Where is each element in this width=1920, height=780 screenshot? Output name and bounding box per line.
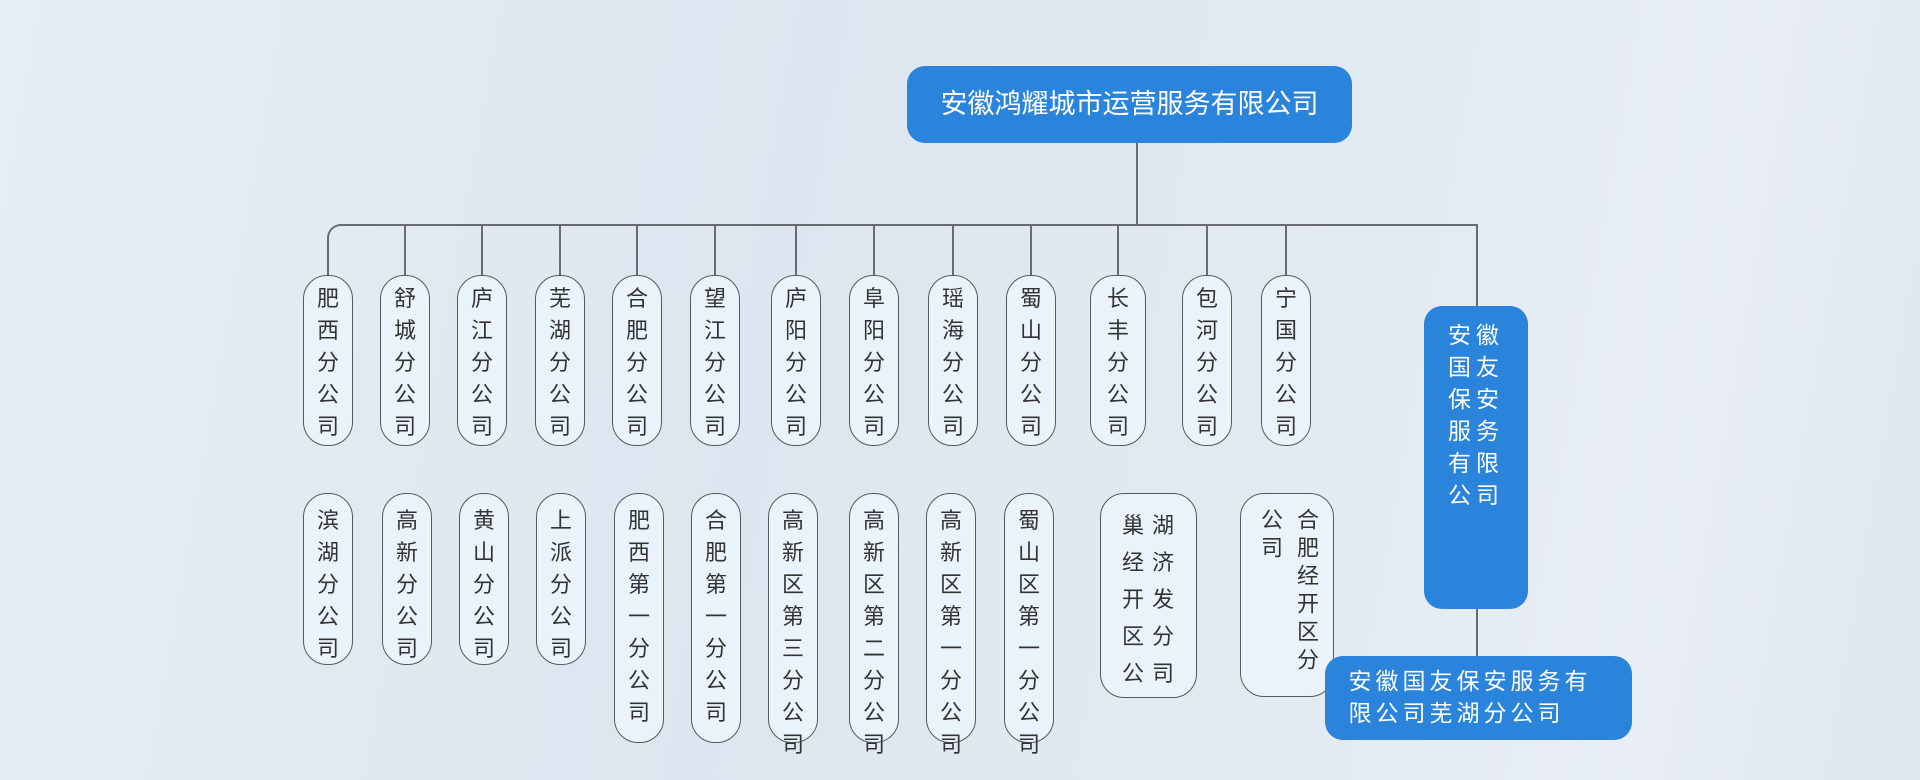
connector-line [340, 224, 1478, 226]
sub-branch-node[interactable]: 高新区第一分公司 [926, 493, 976, 758]
sub-branch-node[interactable]: 上派分公司 [536, 493, 586, 665]
branch-label: 舒城分公司 [393, 287, 416, 440]
branch-label: 包河分公司 [1195, 287, 1218, 440]
sub-branch-node[interactable]: 黄山分公司 [459, 493, 509, 665]
branch-node[interactable]: 庐阳分公司 [771, 275, 821, 446]
branch-label: 肥西分公司 [316, 287, 339, 440]
subsidiary-node[interactable]: 安徽国友保安服务有限公司 [1424, 306, 1528, 609]
connector-line [1030, 225, 1032, 275]
connector-line [1117, 225, 1119, 275]
connector-line [795, 225, 797, 275]
sub-branch-label: 高新区第一分公司 [939, 509, 962, 758]
branch-node[interactable]: 瑶海分公司 [928, 275, 978, 446]
sub-branch-label: 蜀山区第一分公司 [1017, 509, 1040, 758]
branch-label: 长丰分公司 [1106, 287, 1129, 440]
connector-line [714, 225, 716, 275]
subsidiary-label: 安徽国友保安服务有限公司 [1448, 323, 1504, 509]
branch-node[interactable]: 芜湖分公司 [535, 275, 585, 446]
sub-branch-node[interactable]: 蜀山区第一分公司 [1004, 493, 1054, 758]
branch-label: 庐阳分公司 [784, 287, 807, 440]
branch-node[interactable]: 长丰分公司 [1090, 275, 1146, 446]
branch-node[interactable]: 肥西分公司 [303, 275, 353, 446]
sub-branch-label: 合肥经开区分公司 [1257, 508, 1318, 676]
branch-node[interactable]: 合肥分公司 [612, 275, 662, 446]
sub-branch-label: 肥西第一分公司 [627, 509, 650, 726]
branch-node[interactable]: 阜阳分公司 [849, 275, 899, 446]
sub-branch-label: 合肥第一分公司 [704, 509, 727, 726]
sub-branch-node[interactable]: 高新分公司 [382, 493, 432, 665]
sub-branch-label: 巢湖经济开发区分公司 [1121, 514, 1182, 687]
branch-label: 合肥分公司 [625, 287, 648, 440]
connector-line [1285, 225, 1287, 275]
connector-line [636, 225, 638, 275]
branch-label: 蜀山分公司 [1019, 287, 1042, 440]
sub-branch-label: 高新区第二分公司 [862, 509, 885, 758]
subsidiary-child-label: 安徽国友保安服务有限公司芜湖分公司 [1348, 669, 1592, 727]
branch-label: 芜湖分公司 [548, 287, 571, 440]
branch-label: 庐江分公司 [470, 287, 493, 440]
connector-line [559, 225, 561, 275]
branch-node[interactable]: 宁国分公司 [1261, 275, 1311, 446]
sub-branch-label: 上派分公司 [549, 509, 572, 662]
branch-node[interactable]: 蜀山分公司 [1006, 275, 1056, 446]
connector-line [1476, 609, 1478, 656]
connector-corner [327, 224, 345, 242]
branch-node[interactable]: 舒城分公司 [380, 275, 430, 446]
sub-branch-node[interactable]: 高新区第二分公司 [849, 493, 899, 758]
sub-branch-label: 黄山分公司 [472, 509, 495, 662]
branch-node[interactable]: 望江分公司 [690, 275, 740, 446]
sub-branch-node[interactable]: 高新区第三分公司 [768, 493, 818, 758]
root-node[interactable]: 安徽鸿耀城市运营服务有限公司 [907, 66, 1352, 143]
branch-node[interactable]: 包河分公司 [1182, 275, 1232, 446]
connector-line [327, 238, 329, 275]
sub-branch-label: 高新分公司 [395, 509, 418, 662]
connector-line [1136, 143, 1138, 226]
sub-branch-node[interactable]: 巢湖经济开发区分公司 [1099, 493, 1197, 698]
branch-label: 望江分公司 [703, 287, 726, 440]
connector-line [1206, 225, 1208, 275]
sub-branch-label: 高新区第三分公司 [781, 509, 804, 758]
connector-line [404, 225, 406, 275]
sub-branch-node[interactable]: 合肥经开区分公司 [1240, 493, 1334, 697]
sub-branch-node[interactable]: 肥西第一分公司 [614, 493, 664, 743]
connector-line [873, 225, 875, 275]
sub-branch-node[interactable]: 滨湖分公司 [303, 493, 353, 665]
connector-line [952, 225, 954, 275]
branch-label: 宁国分公司 [1274, 287, 1297, 440]
subsidiary-child-node[interactable]: 安徽国友保安服务有限公司芜湖分公司 [1325, 656, 1632, 740]
connector-line [1476, 224, 1478, 306]
sub-branch-label: 滨湖分公司 [316, 509, 339, 662]
branch-label: 瑶海分公司 [941, 287, 964, 440]
branch-label: 阜阳分公司 [862, 287, 885, 440]
connector-line [481, 225, 483, 275]
root-label: 安徽鸿耀城市运营服务有限公司 [940, 89, 1319, 120]
sub-branch-node[interactable]: 合肥第一分公司 [691, 493, 741, 743]
branch-node[interactable]: 庐江分公司 [457, 275, 507, 446]
